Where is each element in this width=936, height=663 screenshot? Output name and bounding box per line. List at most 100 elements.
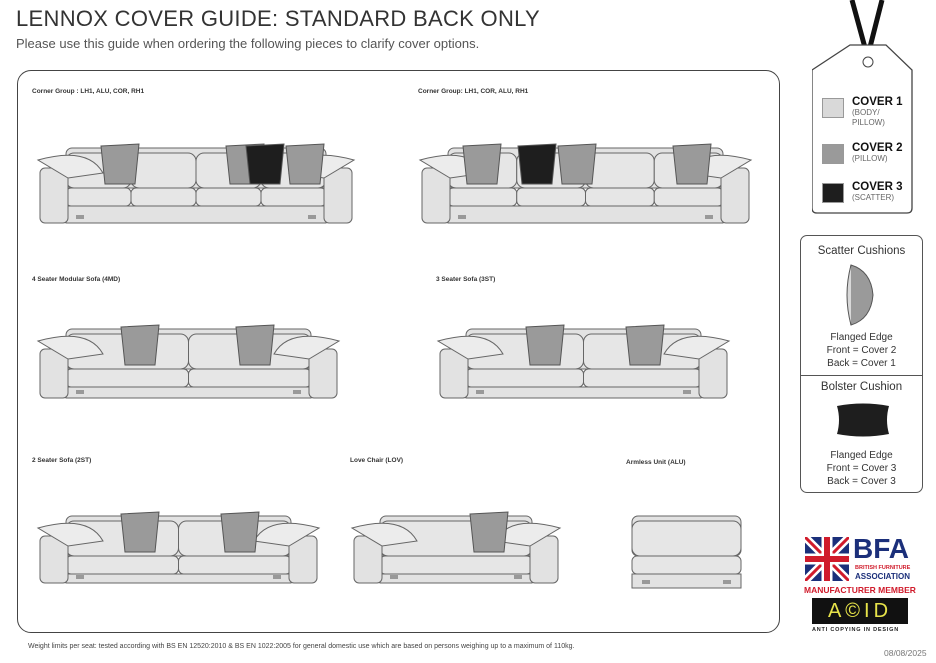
four-seater-illustration: [36, 324, 341, 399]
product-label: Armless Unit (ALU): [626, 459, 686, 466]
sofa-leg: [76, 575, 84, 579]
corner-group-left-illustration: [36, 143, 356, 224]
sofa-base: [447, 205, 724, 224]
product-label: Love Chair (LOV): [350, 457, 404, 464]
bolster-edge: Flanged Edge: [830, 450, 893, 461]
right-scatter: [273, 335, 341, 360]
seat-cushion: [653, 187, 724, 207]
date: 08/08/2025: [884, 648, 927, 658]
corner-group-right-illustration: [418, 143, 753, 224]
sofa-leg: [642, 580, 650, 584]
sofa-leg: [723, 580, 731, 584]
armless-unit-illustration: [631, 515, 742, 589]
cover-1-key: COVER 1(BODY/PILLOW): [822, 96, 903, 128]
divider: [801, 375, 922, 376]
bfa-sub: BRITISH FURNITURE: [855, 565, 911, 571]
scatter-cushion: [100, 143, 140, 185]
cushions-panel: Scatter Cushions Flanged Edge Front = Co…: [800, 235, 923, 493]
product-label: 2 Seater Sofa (2ST): [32, 457, 92, 464]
left-arm: [39, 167, 69, 224]
bfa-sub: ASSOCIATION: [855, 572, 910, 581]
cover-name: COVER 2: [852, 142, 903, 154]
right-arm: [323, 167, 353, 224]
two-seater-illustration: [36, 511, 321, 584]
scatter-back: Back = Cover 1: [827, 358, 896, 369]
cover-name: COVER 1: [852, 96, 903, 108]
cover-desc: (PILLOW): [852, 154, 888, 163]
back-pillow: [585, 152, 655, 189]
page-subtitle: Please use this guide when ordering the …: [16, 36, 480, 51]
seat-cushion: [585, 187, 655, 207]
left-scatter: [350, 522, 418, 547]
cover-1-swatch: [822, 98, 844, 118]
sofa-leg: [76, 215, 84, 219]
seat-cushion: [65, 187, 132, 207]
products-panel: Corner Group : LH1, ALU, COR, RH1 Corner…: [17, 70, 780, 633]
product-label: 3 Seater Sofa (3ST): [436, 276, 496, 283]
scatter-cushion-icon: [846, 264, 874, 326]
sofa-leg: [76, 390, 84, 394]
cover-3-key: COVER 3(SCATTER): [822, 181, 903, 203]
love-chair-illustration: [350, 511, 562, 584]
scatter-cushion: [120, 324, 160, 366]
back-pillow: [130, 152, 197, 189]
seat-cushion: [178, 555, 292, 575]
sofa-leg: [705, 215, 713, 219]
seat-cushion: [260, 187, 327, 207]
left-scatter: [436, 335, 504, 360]
seat-cushion: [65, 368, 189, 388]
cover-3-swatch: [822, 183, 844, 203]
sofa-leg: [458, 215, 466, 219]
scatter-cushion: [235, 324, 275, 366]
product-label: Corner Group : LH1, ALU, COR, RH1: [32, 88, 145, 95]
scatter-cushion: [672, 143, 712, 185]
product-label: Corner Group: LH1, COR, ALU, RH1: [418, 88, 529, 95]
sofa-leg: [293, 390, 301, 394]
bolster-back: Back = Cover 3: [827, 476, 896, 487]
bolster-cushion: [517, 143, 557, 185]
bolster-front: Front = Cover 3: [826, 463, 897, 474]
cover-2-key: COVER 2(PILLOW): [822, 142, 903, 164]
scatter-title: Scatter Cushions: [817, 245, 906, 257]
cover-name: COVER 3: [852, 181, 903, 193]
bolster-cushion: [245, 143, 285, 185]
seat-cushion: [188, 368, 312, 388]
scatter-cushion: [120, 511, 160, 553]
sofa-base: [65, 205, 327, 224]
footnote: Weight limits per seat: tested according…: [28, 643, 575, 650]
bfa-text: BFA: [853, 533, 909, 564]
sofa-leg: [683, 390, 691, 394]
sofa-leg: [514, 575, 522, 579]
back-pillow: [631, 520, 742, 557]
acid-logo: A©ID: [812, 598, 908, 624]
sofa-base: [465, 386, 702, 399]
sofa-leg: [308, 215, 316, 219]
seat-cushion: [516, 187, 586, 207]
seat-cushion: [195, 187, 262, 207]
product-label: 4 Seater Modular Sofa (4MD): [32, 276, 121, 283]
right-scatter: [663, 335, 731, 360]
scatter-cushion: [285, 143, 325, 185]
left-scatter: [36, 335, 104, 360]
sofa-base: [65, 573, 292, 584]
acid-subtitle: ANTI COPYING IN DESIGN: [812, 627, 899, 633]
bfa-logo: BFA BRITISH FURNITURE ASSOCIATION: [805, 533, 915, 585]
seat-cushion: [631, 555, 742, 575]
scatter-front: Front = Cover 2: [826, 345, 897, 356]
cover-desc: (SCATTER): [852, 193, 895, 202]
sofa-leg: [273, 575, 281, 579]
sofa-base: [65, 386, 312, 399]
seat-cushion: [379, 555, 533, 575]
sofa-base: [379, 573, 533, 584]
sofa-leg: [476, 390, 484, 394]
scatter-cushion: [557, 143, 597, 185]
left-scatter: [36, 154, 104, 179]
scatter-cushion: [625, 324, 665, 366]
right-arm: [720, 167, 750, 224]
bolster-cushion-icon: [837, 403, 889, 437]
seat-cushion: [65, 555, 179, 575]
manufacturer-member: MANUFACTURER MEMBER: [804, 585, 916, 595]
cover-key-tag: COVER 1(BODY/PILLOW) COVER 2(PILLOW) COV…: [812, 0, 924, 215]
left-scatter: [36, 522, 104, 547]
three-seater-illustration: [436, 324, 731, 399]
